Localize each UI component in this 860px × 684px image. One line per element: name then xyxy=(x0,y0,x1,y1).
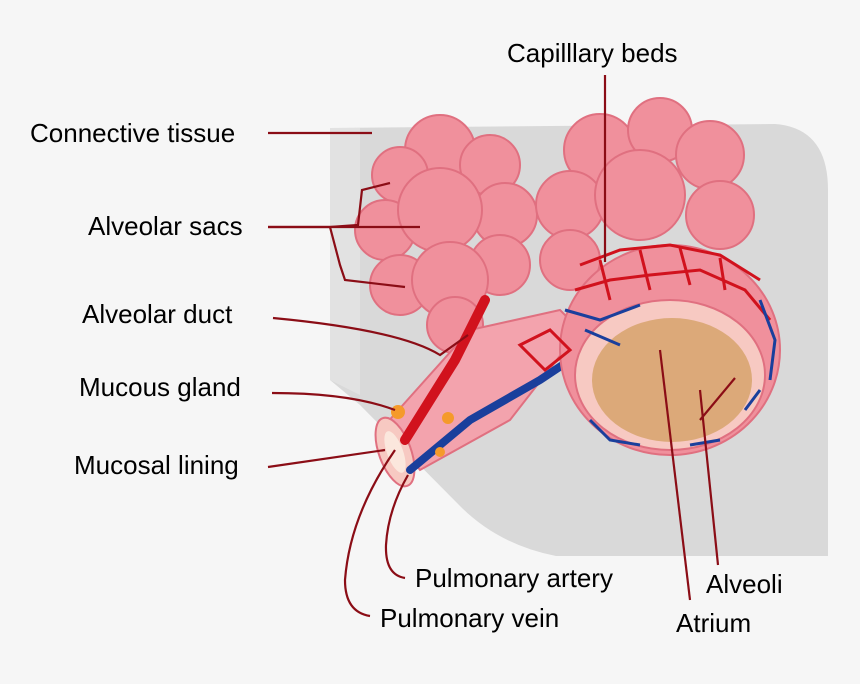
label-capillary-beds: Capilllary beds xyxy=(507,38,678,68)
label-atrium: Atrium xyxy=(676,608,751,638)
leader-alveoli xyxy=(698,389,720,566)
label-pulmonary-vein: Pulmonary vein xyxy=(380,603,559,633)
mucous-glands xyxy=(391,405,454,457)
label-pulmonary-artery: Pulmonary artery xyxy=(415,563,613,593)
label-connective-tissue: Connective tissue xyxy=(30,118,235,148)
alveolar-sac-right xyxy=(535,97,755,291)
label-alveolar-duct: Alveolar duct xyxy=(82,299,233,329)
leader-mucosal-lining xyxy=(267,448,386,469)
leader-mucous-gland xyxy=(271,391,396,412)
leader-atrium xyxy=(658,349,692,601)
label-alveoli: Alveoli xyxy=(706,569,783,599)
leader-pulmonary-vein xyxy=(343,449,396,618)
label-mucous-gland: Mucous gland xyxy=(79,372,241,402)
label-mucosal-lining: Mucosal lining xyxy=(74,450,239,480)
alveolar-sac-left xyxy=(354,114,538,354)
leader-lines xyxy=(267,75,736,618)
alveolar-unit xyxy=(559,244,781,456)
label-alveolar-sacs: Alveolar sacs xyxy=(88,211,243,241)
leader-alveolar-duct xyxy=(272,316,469,357)
leader-pulmonary-artery xyxy=(384,474,409,580)
